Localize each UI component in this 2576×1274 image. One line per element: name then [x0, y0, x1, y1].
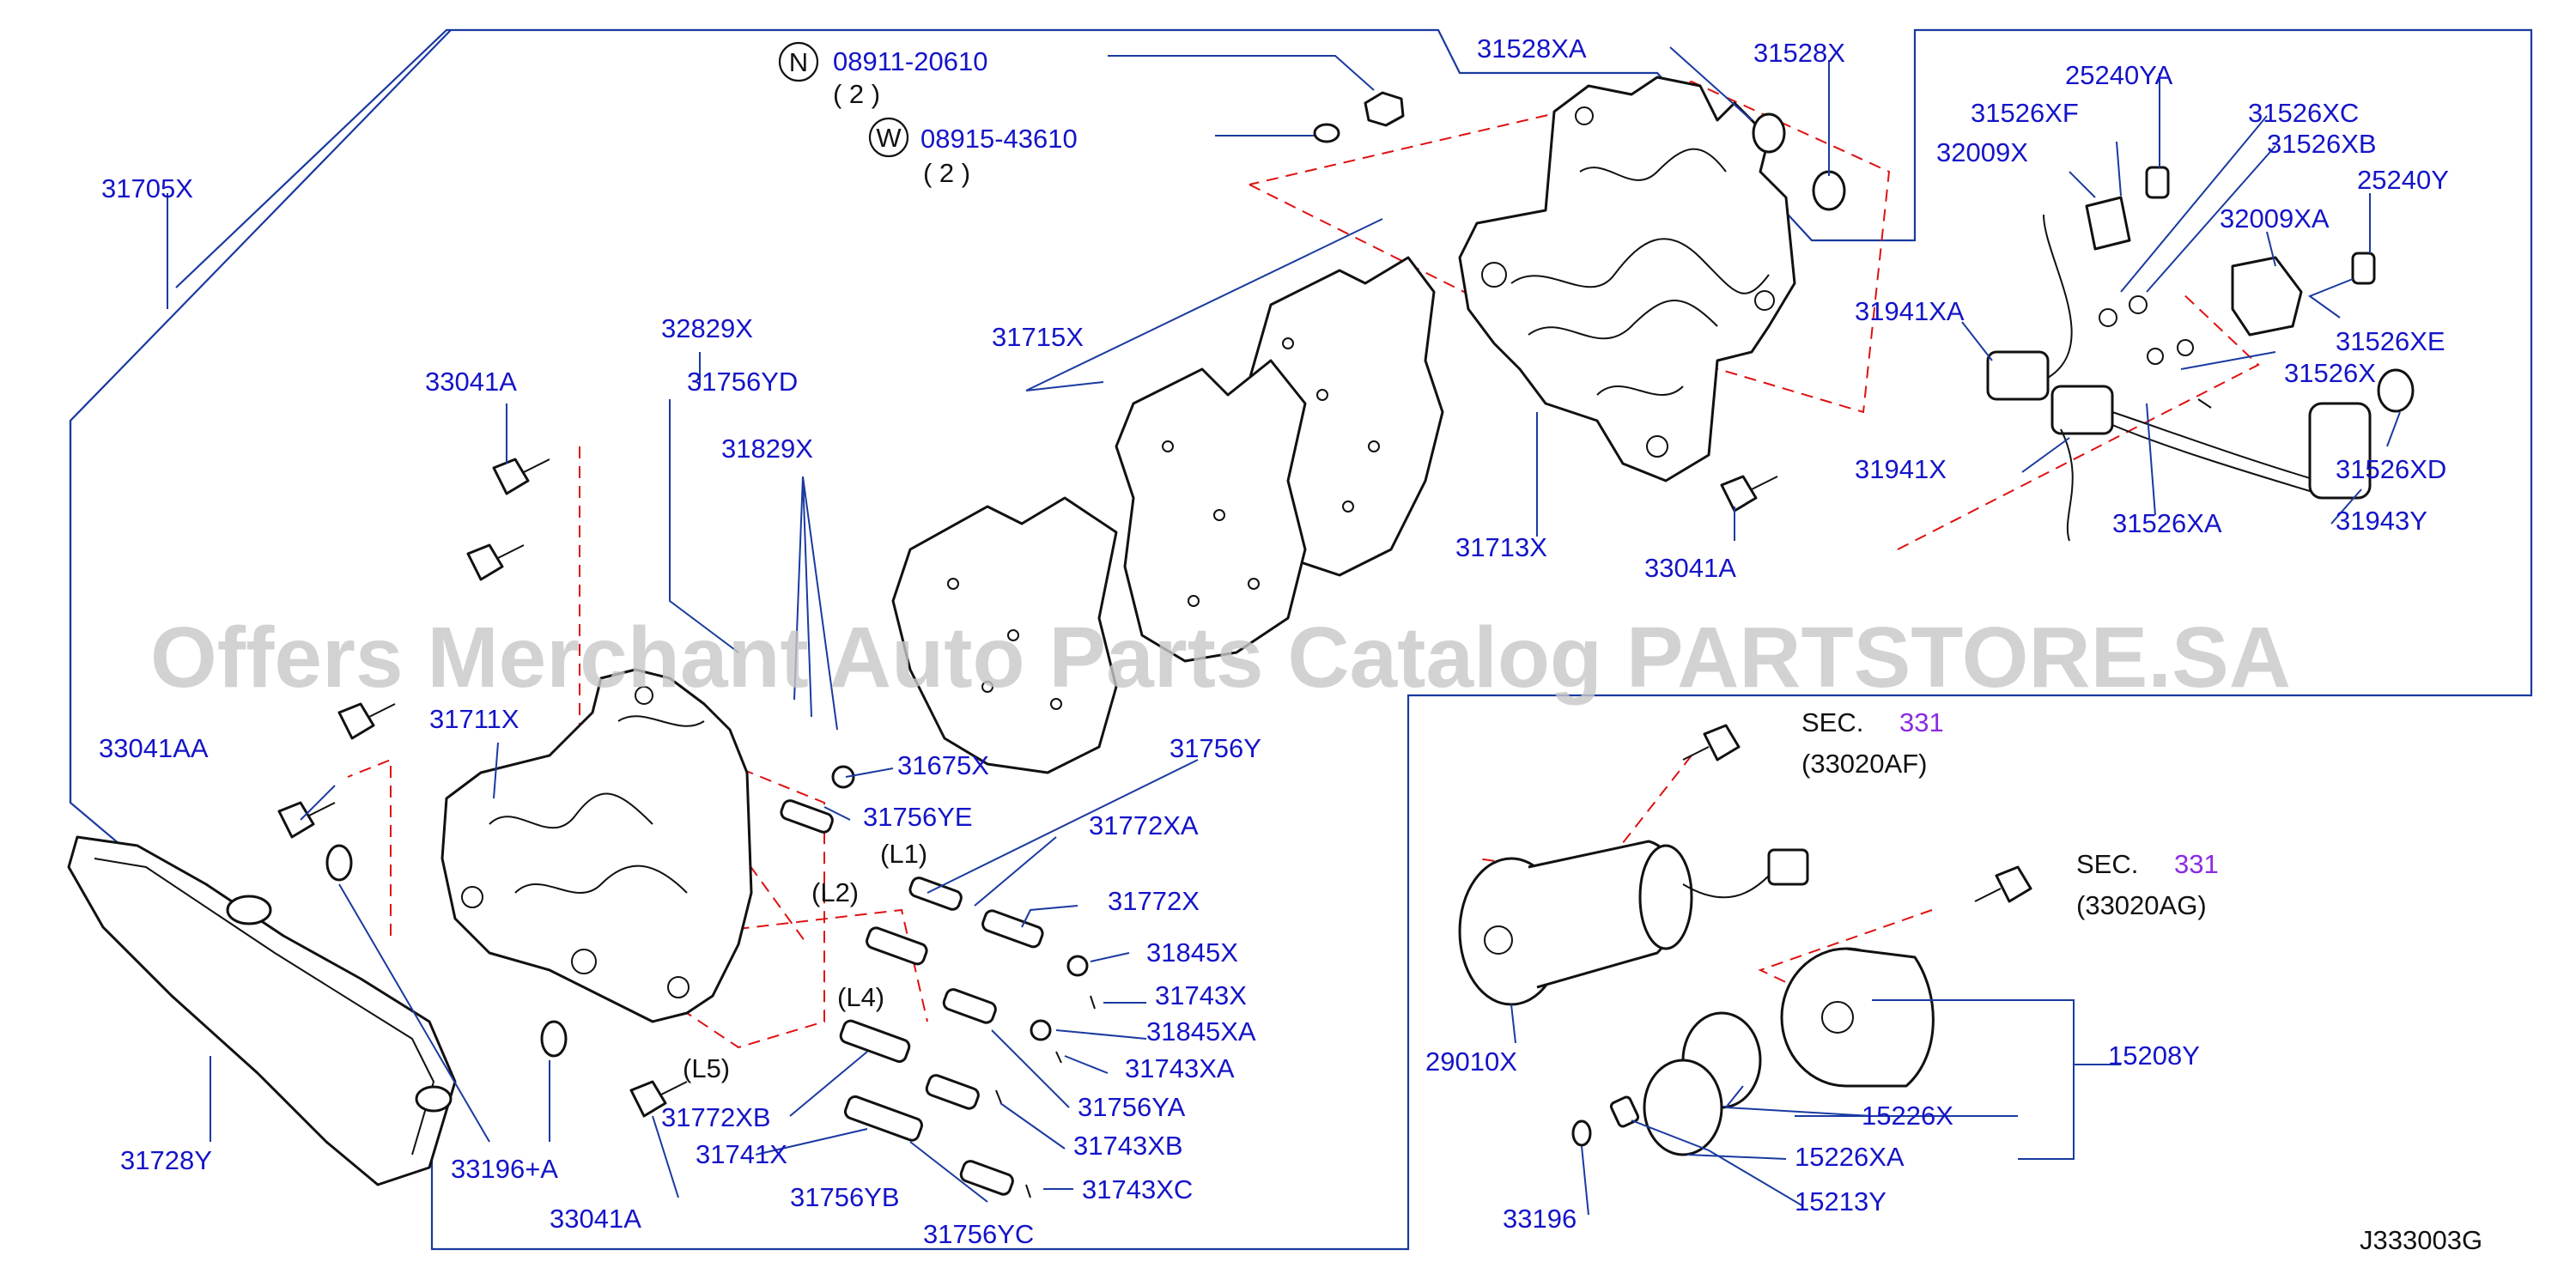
- part-label-31526XF[interactable]: 31526XF: [1971, 98, 2079, 128]
- part-label-31941XA[interactable]: 31941XA: [1855, 296, 1965, 326]
- part-label-31772X[interactable]: 31772X: [1108, 886, 1200, 916]
- part-label-08915-43610[interactable]: 08915-43610: [920, 124, 1078, 154]
- leader-lines: [167, 46, 2401, 1216]
- part-label-31741X[interactable]: 31741X: [696, 1139, 787, 1169]
- part-label-31528X[interactable]: 31528X: [1753, 38, 1845, 68]
- part-label-31941X[interactable]: 31941X: [1855, 454, 1947, 484]
- solenoid-harness: [1986, 166, 2415, 542]
- diagram-code: J333003G: [2360, 1225, 2482, 1255]
- section-ref-1-part: (33020AF): [1801, 749, 1927, 779]
- part-label-33196[interactable]: 33196: [1503, 1204, 1577, 1234]
- part-label-08911-20610[interactable]: 08911-20610: [833, 46, 987, 76]
- part-label-15213Y[interactable]: 15213Y: [1795, 1186, 1886, 1216]
- circle-n-letter: N: [789, 47, 808, 77]
- part-label-33041AA[interactable]: 33041AA: [99, 733, 209, 763]
- part-qty-08911: ( 2 ): [833, 79, 880, 109]
- part-label-15226X[interactable]: 15226X: [1862, 1101, 1953, 1131]
- part-label-31526XE[interactable]: 31526XE: [2336, 326, 2445, 356]
- part-label-15208Y[interactable]: 15208Y: [2108, 1040, 2200, 1071]
- watermark: Offers Merchant Auto Parts Catalog PARTS…: [150, 610, 2291, 706]
- part-label-31711X[interactable]: 31711X: [429, 704, 519, 734]
- part-label-15226XA[interactable]: 15226XA: [1795, 1142, 1905, 1172]
- part-label-31713X[interactable]: 31713X: [1455, 532, 1547, 562]
- oil-strainer: [67, 835, 457, 1186]
- part-label-31528XA[interactable]: 31528XA: [1477, 33, 1587, 64]
- separator-plates: [891, 256, 1444, 774]
- part-labels: 31705X 08911-20610 ( 2 ) 08915-43610 ( 2…: [99, 33, 2482, 1255]
- part-label-31772XB[interactable]: 31772XB: [661, 1102, 771, 1132]
- tag-L4: (L4): [837, 982, 884, 1012]
- part-label-31743XB[interactable]: 31743XB: [1073, 1131, 1183, 1161]
- part-label-31705X[interactable]: 31705X: [101, 173, 193, 203]
- lower-valve-body: [440, 668, 753, 1023]
- part-label-32829X[interactable]: 32829X: [661, 313, 753, 343]
- hardware: [277, 91, 1846, 1198]
- part-label-31675X[interactable]: 31675X: [897, 750, 989, 780]
- part-label-31829X[interactable]: 31829X: [721, 434, 813, 464]
- part-label-31743X[interactable]: 31743X: [1155, 980, 1247, 1010]
- part-label-31845X[interactable]: 31845X: [1146, 937, 1238, 968]
- part-label-31715X[interactable]: 31715X: [992, 322, 1084, 352]
- part-label-31756YD[interactable]: 31756YD: [687, 367, 798, 397]
- section-ref-1-number[interactable]: 331: [1899, 707, 1944, 737]
- tag-L2: (L2): [811, 877, 859, 907]
- part-label-31756YB[interactable]: 31756YB: [790, 1182, 900, 1212]
- part-label-32009X[interactable]: 32009X: [1936, 137, 2028, 167]
- part-label-29010X[interactable]: 29010X: [1425, 1046, 1517, 1077]
- part-label-32009XA[interactable]: 32009XA: [2220, 203, 2330, 234]
- part-label-31526X[interactable]: 31526X: [2284, 358, 2376, 388]
- part-label-31756YC[interactable]: 31756YC: [923, 1219, 1034, 1249]
- part-qty-08915: ( 2 ): [923, 158, 970, 188]
- part-label-31526XC[interactable]: 31526XC: [2248, 98, 2359, 128]
- section-ref-2-number[interactable]: 331: [2174, 849, 2219, 879]
- circle-n-marker: [778, 41, 819, 82]
- circle-w-letter: W: [876, 123, 902, 153]
- part-label-31743XC[interactable]: 31743XC: [1082, 1174, 1193, 1204]
- section-ref-2-part: (33020AG): [2076, 890, 2207, 920]
- part-label-31943Y[interactable]: 31943Y: [2336, 506, 2427, 536]
- part-label-31743XA[interactable]: 31743XA: [1125, 1053, 1235, 1083]
- part-label-25240YA[interactable]: 25240YA: [2065, 60, 2173, 90]
- section-ref-2-prefix: SEC.: [2076, 849, 2138, 879]
- part-label-33041A-bottom[interactable]: 33041A: [550, 1204, 641, 1234]
- part-label-25240Y[interactable]: 25240Y: [2357, 165, 2449, 195]
- part-label-33041A-upper[interactable]: 33041A: [1644, 553, 1736, 583]
- section-ref-1-prefix: SEC.: [1801, 707, 1863, 737]
- part-label-31526XD[interactable]: 31526XD: [2336, 454, 2446, 484]
- circle-w-marker: [868, 117, 909, 158]
- part-label-31526XB[interactable]: 31526XB: [2267, 129, 2377, 159]
- tag-L5: (L5): [683, 1053, 730, 1083]
- part-label-31756YA[interactable]: 31756YA: [1078, 1092, 1186, 1122]
- part-label-31728Y[interactable]: 31728Y: [120, 1145, 212, 1175]
- part-label-33041A-top[interactable]: 33041A: [425, 367, 517, 397]
- motor-and-pump: [1458, 724, 2032, 1156]
- tag-L1: (L1): [880, 839, 927, 869]
- upper-valve-body: [1458, 76, 1796, 482]
- part-label-31845XA[interactable]: 31845XA: [1146, 1016, 1256, 1046]
- part-label-31526XA[interactable]: 31526XA: [2112, 508, 2222, 538]
- part-label-33196-A[interactable]: 33196+A: [451, 1154, 558, 1184]
- part-label-31772XA[interactable]: 31772XA: [1089, 810, 1199, 840]
- part-label-31756Y[interactable]: 31756Y: [1170, 733, 1261, 763]
- part-label-31756YE[interactable]: 31756YE: [863, 802, 973, 832]
